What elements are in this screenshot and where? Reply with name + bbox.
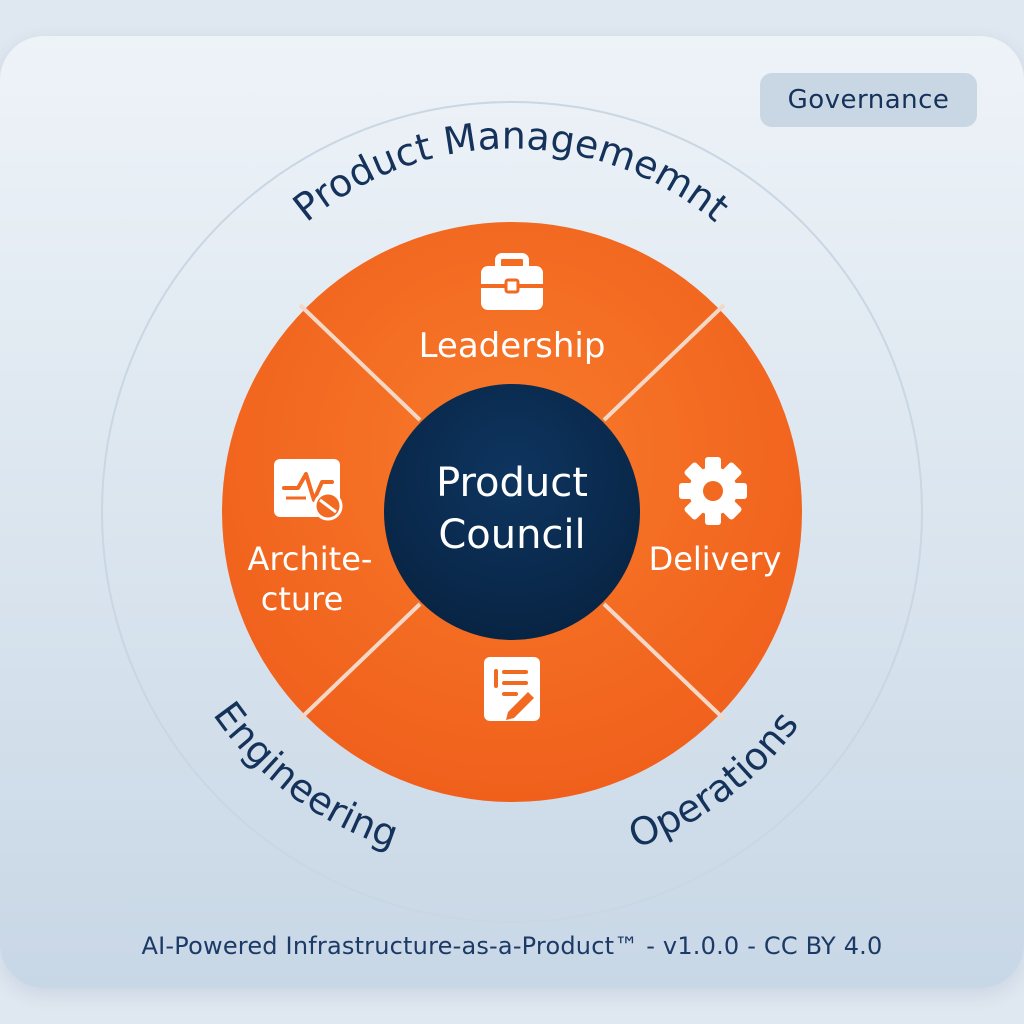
segment-dividers [298,303,726,721]
footer-credit: AI-Powered Infrastructure-as-a-Product™ … [141,932,883,960]
ring-label-product-management-path: Product Managememnt [285,113,737,229]
center-title-line2: Council [438,512,585,558]
outer-ring [101,101,923,923]
gear-icon [679,457,747,525]
segment-label-delivery: Delivery [649,540,782,578]
center-title-line1: Product [436,460,588,506]
briefcase-icon [481,253,543,310]
segment-label-leadership: Leadership [419,326,606,366]
ring-label-product-management: Product Managememnt [285,113,737,229]
segment-label-architecture-line1: Archite- [248,540,373,578]
center-circle [384,384,640,640]
governance-badge: Governance [760,73,977,127]
segment-label-architecture-line2: cture [261,580,344,618]
document-edit-icon [484,657,540,721]
chart-monitor-icon [274,459,343,521]
